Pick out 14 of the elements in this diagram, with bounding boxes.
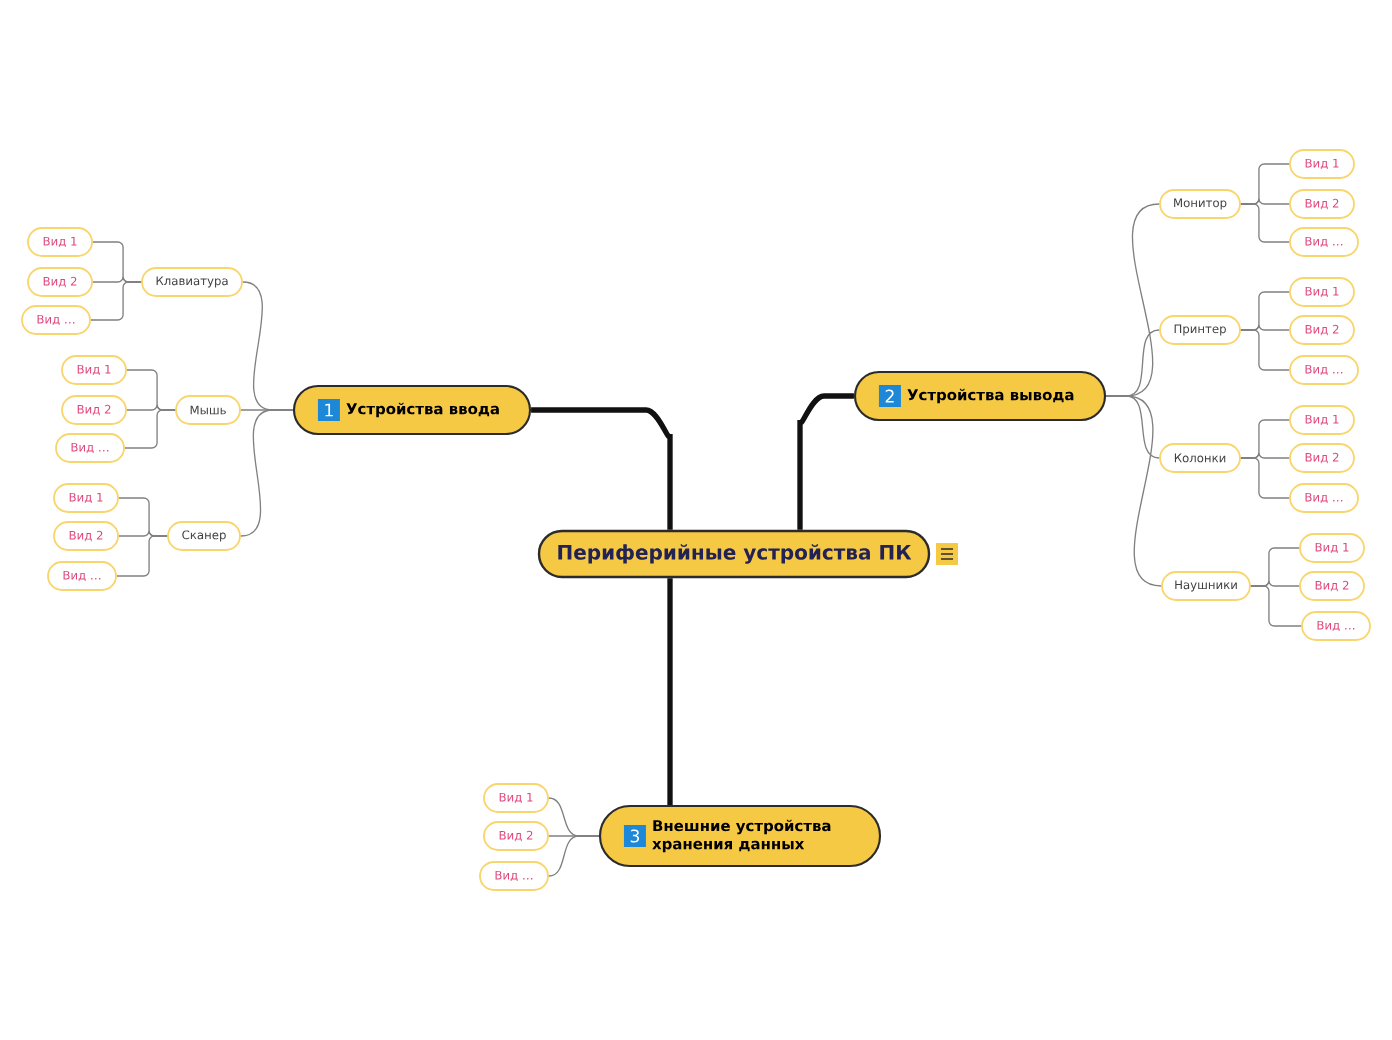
connector [1240,457,1290,499]
connector [1240,203,1290,243]
connector [240,409,294,537]
connector [1105,395,1162,587]
connector [1240,329,1290,371]
connector [797,393,854,530]
connector [667,578,673,805]
root-topic-box: Периферийные устройства ПК [537,529,931,579]
connector [90,281,142,321]
connector [531,407,673,530]
connector [116,535,168,577]
connector [124,409,176,449]
connector [548,835,600,877]
connector [1250,585,1302,627]
